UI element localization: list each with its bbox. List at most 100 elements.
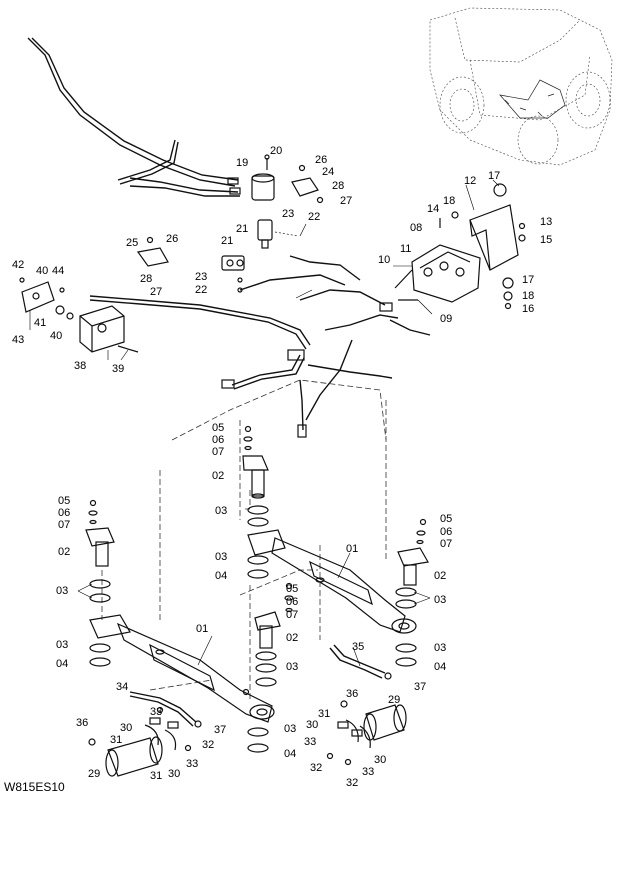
label-18: 18 — [443, 195, 455, 207]
label-03: 03 — [434, 594, 446, 606]
label-07: 07 — [58, 519, 70, 531]
label-27: 27 — [150, 286, 162, 298]
label-29: 29 — [388, 694, 400, 706]
mounting-bracket-upper — [291, 164, 324, 204]
label-05: 05 — [286, 583, 298, 595]
label-40: 40 — [50, 330, 62, 342]
label-25: 25 — [126, 237, 138, 249]
label-18: 18 — [522, 290, 534, 302]
kingpin-center-lower — [254, 611, 281, 687]
label-15: 15 — [540, 234, 552, 246]
pilot-valve — [251, 154, 275, 201]
solenoid-valve-lower — [221, 255, 245, 293]
valve-block-left — [19, 277, 139, 353]
label-10: 10 — [378, 254, 390, 266]
label-42: 42 — [12, 259, 24, 271]
label-02: 02 — [58, 546, 70, 558]
label-30: 30 — [168, 768, 180, 780]
label-02: 02 — [212, 470, 224, 482]
cylinder-hose-right — [329, 644, 392, 680]
label-28: 28 — [140, 273, 152, 285]
label-38: 38 — [74, 360, 86, 372]
cylinder-hose-left — [129, 691, 202, 728]
label-33: 33 — [150, 706, 162, 718]
label-13: 13 — [540, 216, 552, 228]
control-valve-assembly — [394, 183, 526, 310]
solenoid-valve-upper — [257, 219, 299, 249]
label-07: 07 — [286, 609, 298, 621]
label-03: 03 — [215, 505, 227, 517]
label-19: 19 — [236, 157, 248, 169]
label-05: 05 — [58, 495, 70, 507]
steering-cylinder-right — [247, 529, 417, 634]
label-27: 27 — [340, 195, 352, 207]
label-32: 32 — [202, 739, 214, 751]
label-41: 41 — [34, 317, 46, 329]
label-21: 21 — [221, 235, 233, 247]
mounting-bracket-left — [136, 236, 169, 267]
label-03: 03 — [286, 661, 298, 673]
steering-cylinder-left — [89, 614, 275, 753]
label-11: 11 — [400, 243, 411, 255]
label-40: 40 — [36, 265, 48, 277]
label-33: 33 — [362, 766, 374, 778]
label-04: 04 — [284, 748, 296, 760]
label-03: 03 — [215, 551, 227, 563]
leader-lines — [29, 179, 500, 667]
label-17: 17 — [522, 274, 534, 286]
label-35: 35 — [352, 641, 364, 653]
label-33: 33 — [186, 758, 198, 770]
label-16: 16 — [522, 303, 534, 315]
label-04: 04 — [434, 661, 446, 673]
main-hose-routing — [89, 255, 431, 438]
label-28: 28 — [332, 180, 344, 192]
label-23: 23 — [282, 208, 294, 220]
label-05: 05 — [440, 513, 452, 525]
label-20: 20 — [270, 145, 282, 157]
label-22: 22 — [308, 211, 320, 223]
label-07: 07 — [440, 538, 452, 550]
kingpin-right — [395, 518, 429, 667]
label-03: 03 — [284, 723, 296, 735]
label-24: 24 — [322, 166, 334, 178]
label-31: 31 — [110, 734, 122, 746]
label-22: 22 — [195, 284, 207, 296]
label-32: 32 — [310, 762, 322, 774]
label-43: 43 — [12, 334, 24, 346]
label-26: 26 — [166, 233, 178, 245]
label-44: 44 — [52, 265, 64, 277]
label-36: 36 — [346, 688, 358, 700]
label-03: 03 — [56, 639, 68, 651]
label-39: 39 — [112, 363, 124, 375]
label-08: 08 — [410, 222, 422, 234]
machine-overview-sketch — [429, 7, 613, 166]
label-29: 29 — [88, 768, 100, 780]
label-32: 32 — [346, 777, 358, 789]
label-17: 17 — [488, 170, 500, 182]
label-26: 26 — [315, 154, 327, 166]
label-14: 14 — [427, 203, 439, 215]
label-01: 01 — [196, 623, 208, 635]
label-06: 06 — [286, 596, 298, 608]
label-04: 04 — [56, 658, 68, 670]
callout-labels: 20 19 26 24 28 27 23 22 21 25 26 21 28 2… — [12, 145, 552, 789]
label-06: 06 — [212, 434, 224, 446]
label-34: 34 — [116, 681, 128, 693]
label-04: 04 — [215, 570, 227, 582]
label-37: 37 — [214, 724, 226, 736]
label-09: 09 — [440, 313, 452, 325]
label-37: 37 — [414, 681, 426, 693]
label-21: 21 — [236, 223, 248, 235]
label-23: 23 — [195, 271, 207, 283]
label-33: 33 — [304, 736, 316, 748]
drawing-code: W815ES10 — [4, 780, 65, 794]
label-01: 01 — [346, 543, 358, 555]
label-03: 03 — [56, 585, 68, 597]
label-02: 02 — [286, 632, 298, 644]
label-36: 36 — [76, 717, 88, 729]
label-31: 31 — [318, 708, 330, 720]
label-30: 30 — [374, 754, 386, 766]
axle-clamp-right — [326, 700, 407, 766]
label-07: 07 — [212, 446, 224, 458]
